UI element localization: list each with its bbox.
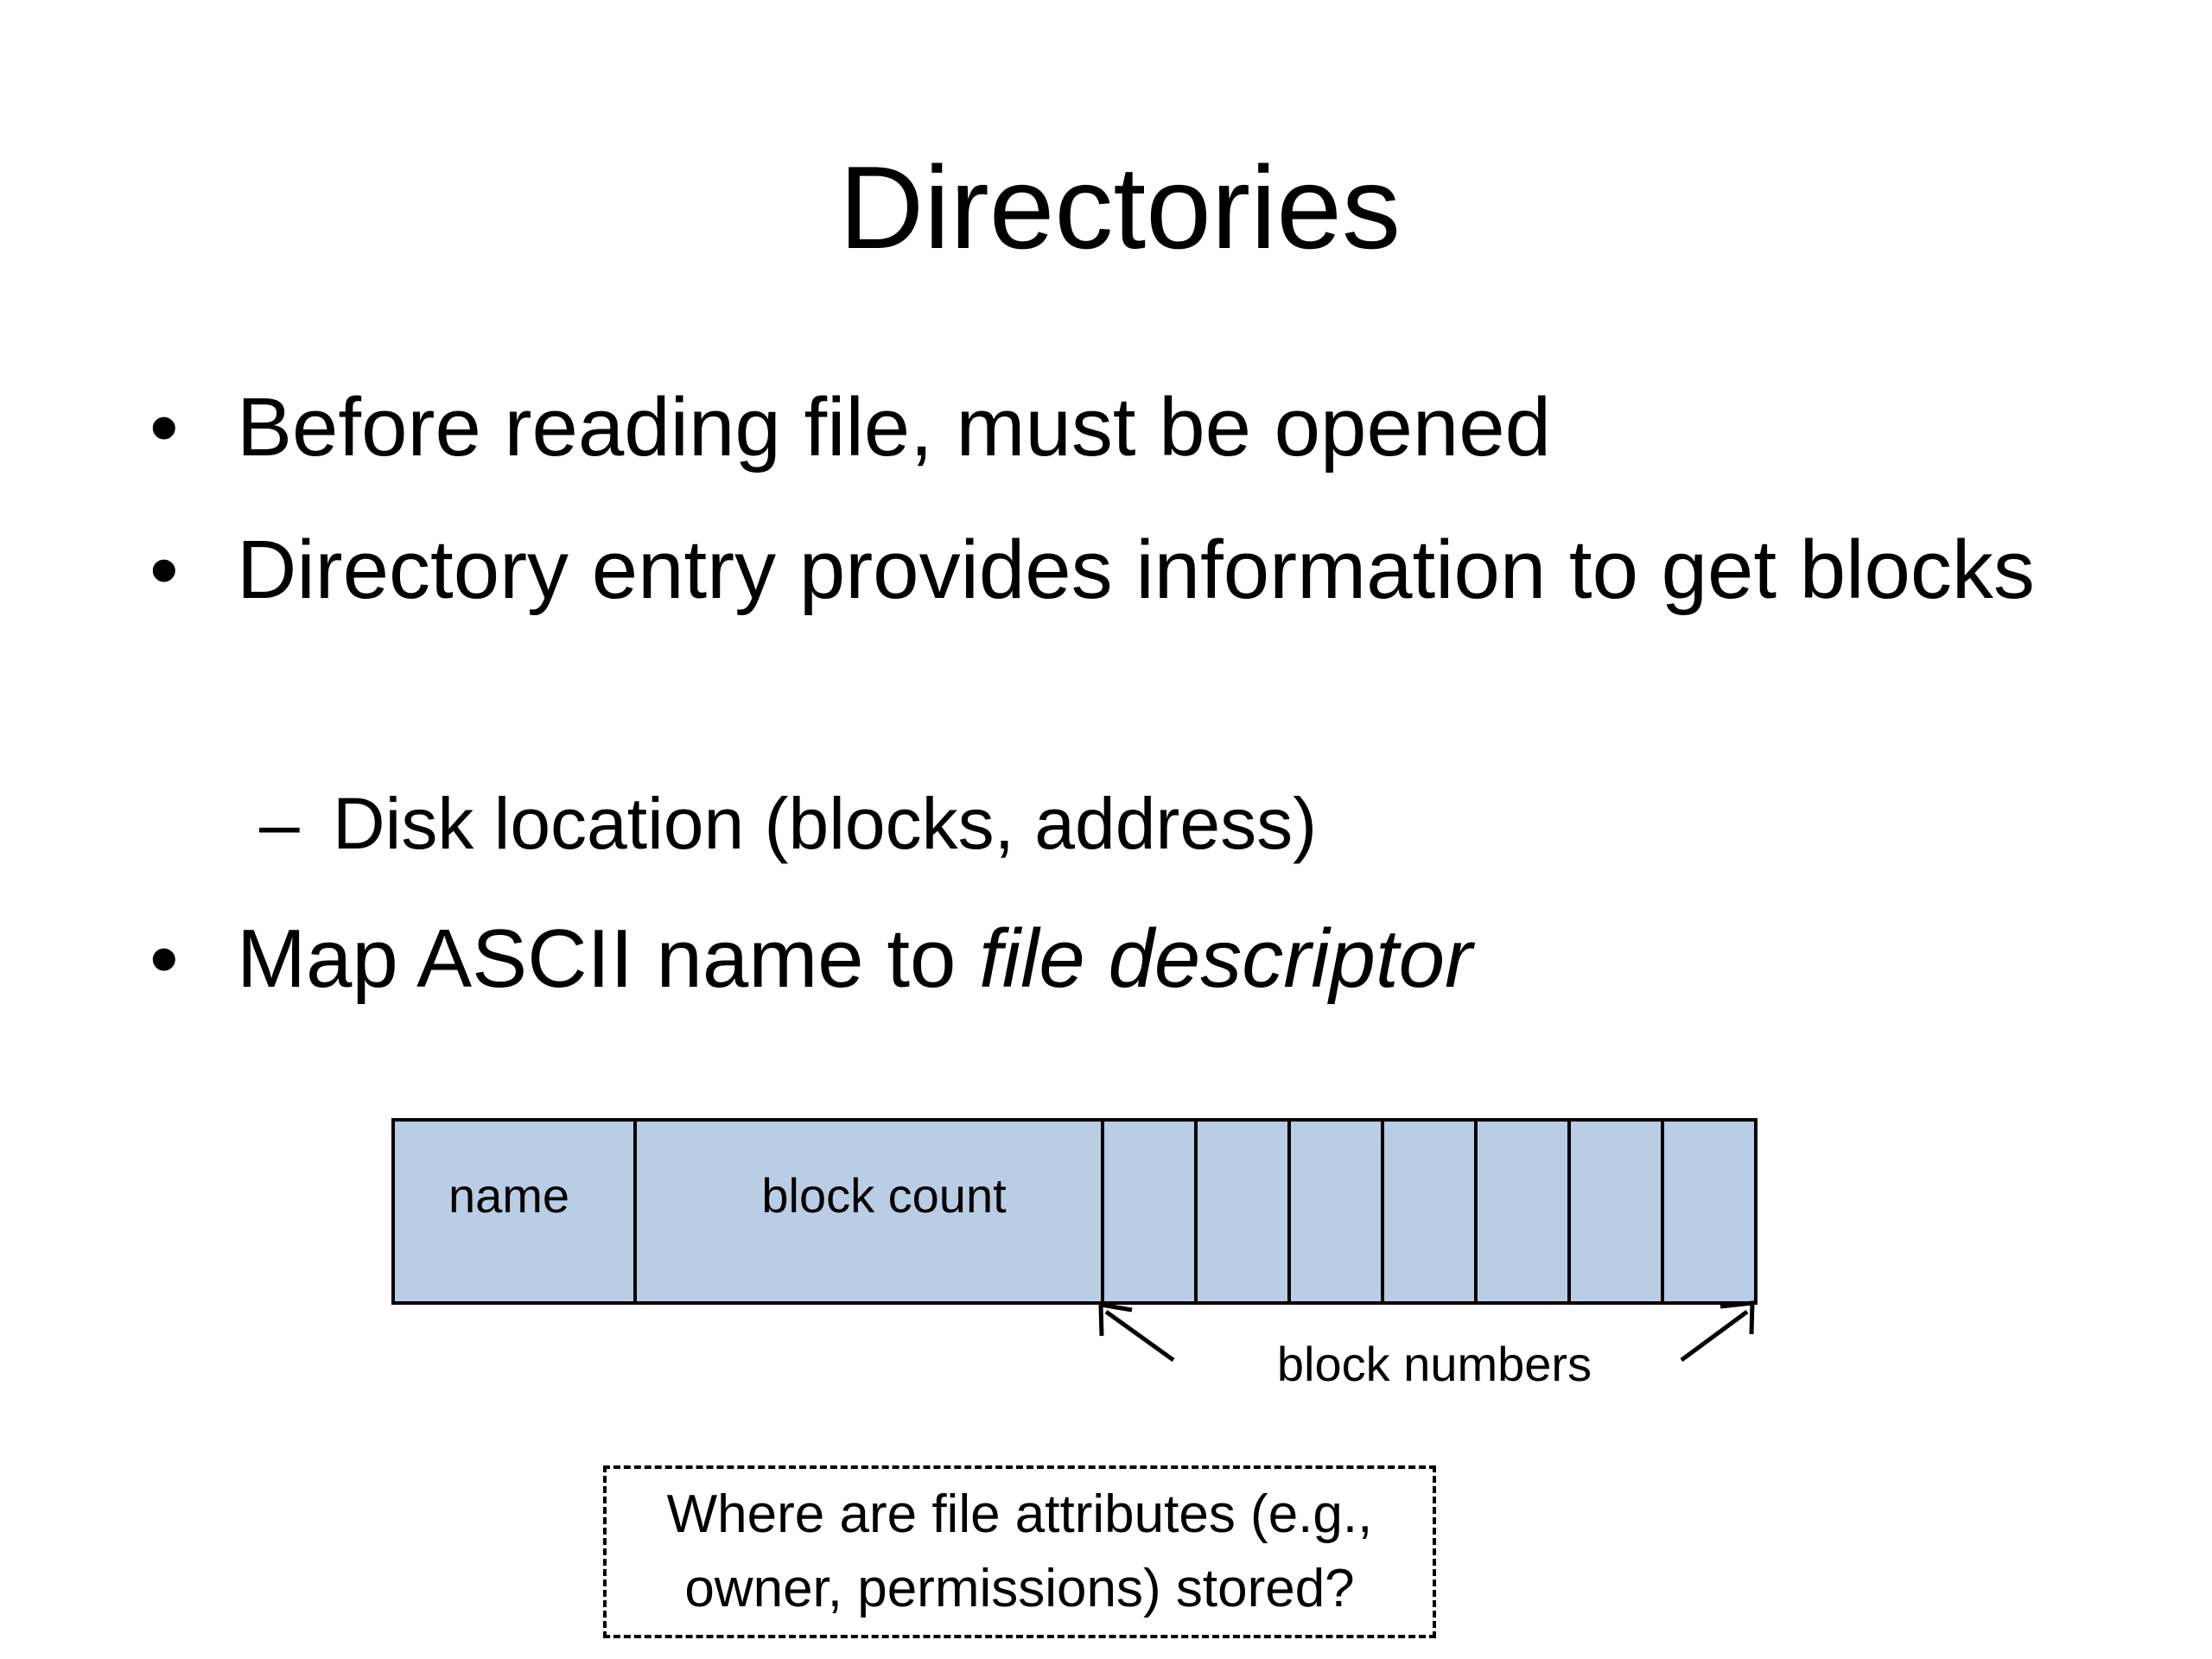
cell-label-block-count: block count bbox=[761, 1168, 1007, 1223]
sub-bullet-text: Disk location (blocks, address) bbox=[333, 783, 1318, 864]
note-line: owner, permissions) stored? bbox=[684, 1559, 1355, 1618]
note-line: Where are file attributes (e.g., bbox=[666, 1484, 1373, 1544]
block-numbers-label: block numbers bbox=[1277, 1337, 1592, 1391]
slide-title: Directories bbox=[839, 142, 1401, 273]
cell-label-name: name bbox=[448, 1168, 569, 1223]
diagram-cells bbox=[391, 1118, 1758, 1305]
cell-block-number bbox=[1567, 1118, 1664, 1305]
cell-block-number bbox=[1194, 1118, 1291, 1305]
bullet-text-plain: Map ASCII name to bbox=[237, 912, 980, 1005]
bullet-marker: • bbox=[149, 912, 179, 1005]
sub-bullet-item: –Disk location (blocks, address) bbox=[259, 772, 1317, 875]
arrow-right-shaft bbox=[1680, 1309, 1749, 1363]
bullet-text: Before reading file, must be opened bbox=[237, 381, 1551, 474]
arrow-left-shaft bbox=[1104, 1309, 1175, 1363]
sub-bullet-marker: – bbox=[259, 783, 300, 864]
bullet-text-italic: file descriptor bbox=[979, 912, 1472, 1005]
bullet-marker: • bbox=[149, 381, 179, 474]
bullet-marker: • bbox=[149, 524, 179, 616]
cell-labels: name block count bbox=[448, 1168, 1007, 1223]
cell-block-number bbox=[1661, 1118, 1758, 1305]
block-number-arrows bbox=[1098, 1300, 1755, 1363]
cell-block-number bbox=[1287, 1118, 1384, 1305]
cell-block-number bbox=[1381, 1118, 1478, 1305]
bullet-text: Directory entry provides information to … bbox=[237, 524, 2035, 616]
bullet-text: Map ASCII name to file descriptor bbox=[237, 894, 1472, 1024]
arrow-right-head bbox=[1719, 1300, 1755, 1335]
arrow-left-head bbox=[1098, 1302, 1133, 1337]
cell-block-number bbox=[1474, 1118, 1571, 1305]
question-note-box: Where are file attributes (e.g., owner, … bbox=[603, 1465, 1436, 1638]
cell-block-number bbox=[1101, 1118, 1198, 1305]
